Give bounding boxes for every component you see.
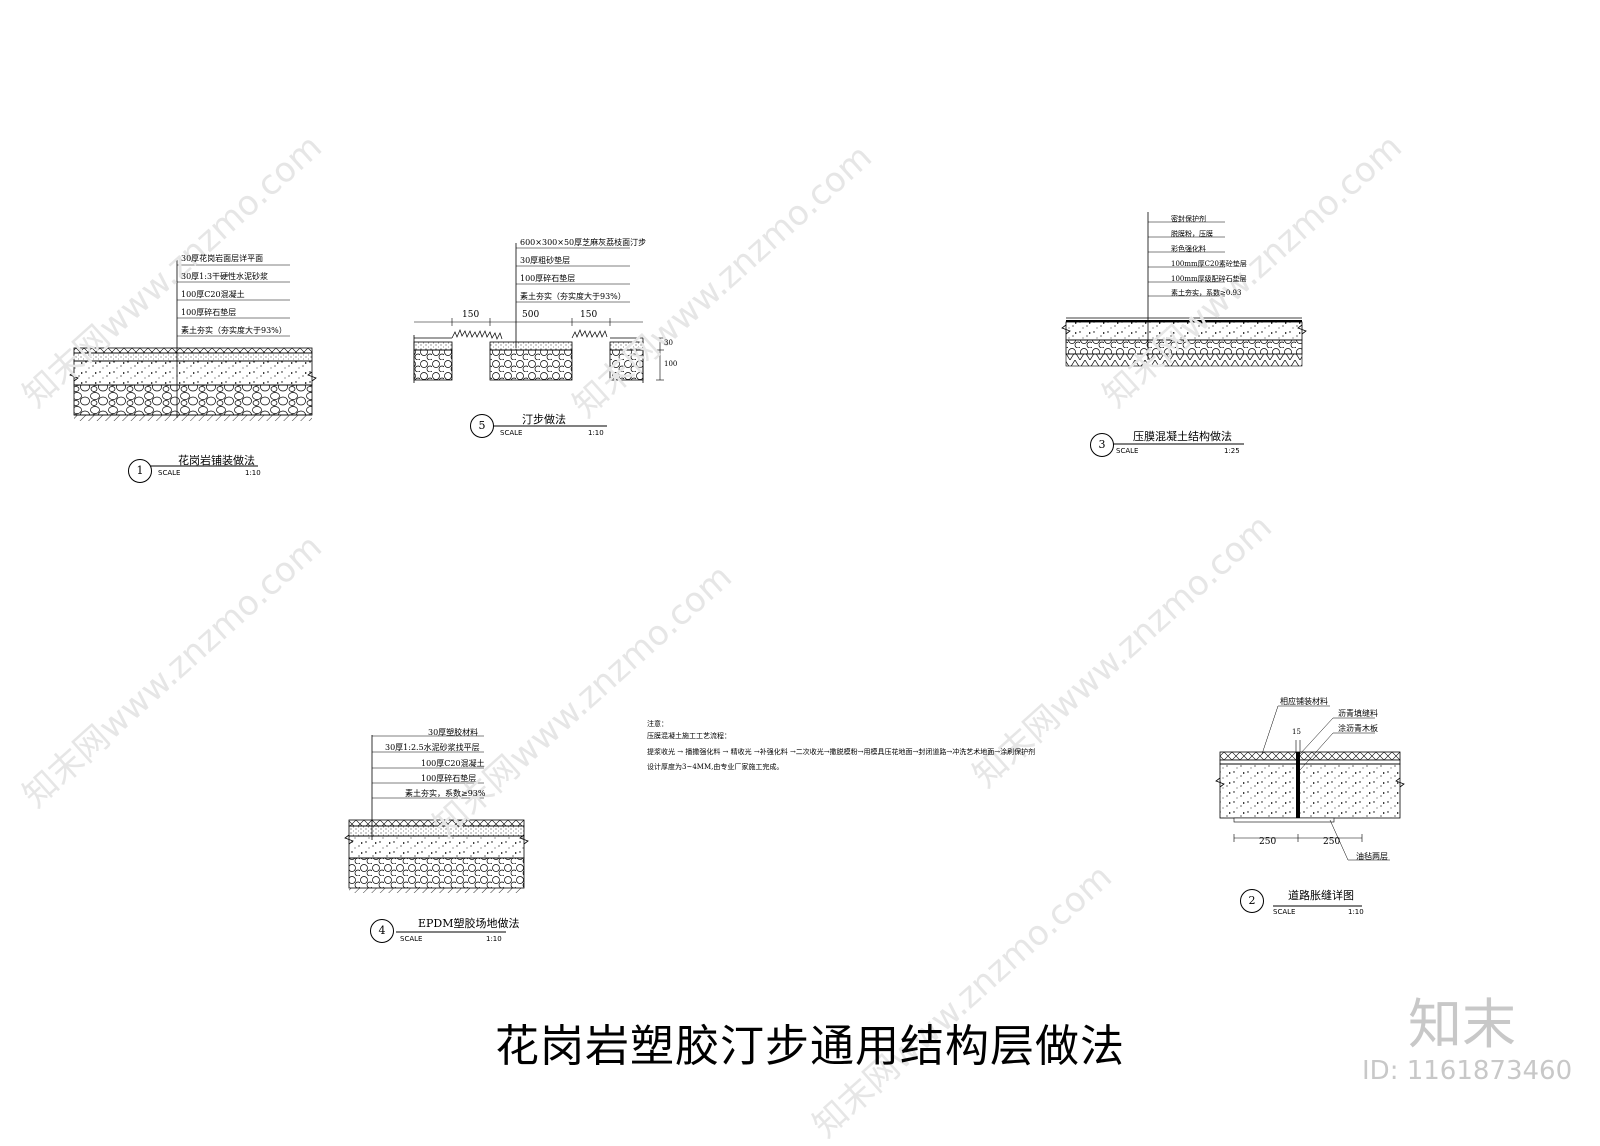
- drawing-sheet: [69, 212, 1405, 933]
- d2-scale-label: SCALE: [1273, 908, 1296, 916]
- d2-label-top: 相应铺装材料: [1280, 697, 1328, 706]
- d5-vdim-2: 100: [664, 360, 678, 368]
- d5-dim-3: 150: [580, 310, 598, 320]
- d3-scale-label: SCALE: [1116, 447, 1139, 455]
- d4-scale-label: SCALE: [400, 935, 423, 943]
- note-heading: 注意：: [647, 720, 668, 728]
- d4-layer-4: 100厚碎石垫层: [421, 774, 477, 783]
- d3-layer-5: 100mm厚级配碎石垫层: [1171, 275, 1247, 283]
- d2-scale: 1:10: [1348, 908, 1364, 916]
- d4-scale: 1:10: [486, 935, 502, 943]
- d1-scale: 1:10: [245, 469, 261, 477]
- d4-layer-1: 30厚塑胶材料: [428, 728, 479, 737]
- note-line-1: 压膜混凝土施工工艺流程：: [647, 732, 731, 740]
- d4-detail-number: 4: [370, 919, 394, 943]
- note-line-2: 提浆收光 → 播撒强化料 → 精收光 →补强化料 →二次收光→撒脱模粉→用模具压…: [647, 748, 1036, 756]
- d5-layer-2: 30厚粗砂垫层: [520, 256, 571, 265]
- d1-layer-2: 30厚1:3干硬性水泥砂浆: [181, 272, 269, 281]
- detail-1-section: [69, 258, 317, 467]
- d5-dim-2: 500: [522, 310, 540, 320]
- d3-layer-1: 密封保护剂: [1171, 215, 1206, 223]
- d2-label-r2: 涂沥青木板: [1338, 724, 1378, 733]
- detail-4-section: [344, 735, 529, 933]
- d3-layer-4: 100mm厚C20素砼垫层: [1171, 260, 1247, 268]
- d1-scale-label: SCALE: [158, 469, 181, 477]
- d2-dim-1: 250: [1259, 837, 1277, 847]
- d5-layer-3: 100厚碎石垫层: [520, 274, 576, 283]
- d5-layer-4: 素土夯实（夯实度大于93%）: [520, 292, 626, 301]
- d1-caption: 花岗岩铺装做法: [178, 454, 255, 467]
- d1-layer-4: 100厚碎石垫层: [181, 308, 237, 317]
- d3-layer-6: 素土夯实，系数≥0.93: [1171, 289, 1242, 297]
- detail-3-section: [1061, 212, 1307, 445]
- d2-dim-2: 250: [1323, 837, 1341, 847]
- d2-label-bottom: 油毡两层: [1356, 852, 1388, 861]
- d5-detail-number: 5: [470, 414, 494, 438]
- d5-vdim-1: 30: [664, 339, 673, 347]
- d1-layer-5: 素土夯实（夯实度大于93%）: [181, 326, 287, 335]
- d4-layer-3: 100厚C20混凝土: [421, 759, 485, 768]
- detail-2-section: [1215, 705, 1405, 907]
- drawing-title: 花岗岩塑胶汀步通用结构层做法: [495, 1021, 1125, 1072]
- d1-layer-3: 100厚C20混凝土: [181, 290, 245, 299]
- image-id: ID: 1161873460: [1362, 1056, 1573, 1086]
- note-line-3: 设计厚度为3~4MM,由专业厂家施工完成。: [647, 763, 784, 771]
- d3-detail-number: 3: [1090, 433, 1114, 457]
- detail-5-section: [413, 243, 664, 427]
- d5-scale-label: SCALE: [500, 429, 523, 437]
- d1-layer-1: 30厚花岗岩面层详平面: [181, 254, 264, 263]
- d5-scale: 1:10: [588, 429, 604, 437]
- d3-caption: 压膜混凝土结构做法: [1133, 430, 1232, 443]
- d3-scale: 1:25: [1224, 447, 1240, 455]
- d2-detail-number: 2: [1240, 889, 1264, 913]
- d4-caption: EPDM塑胶场地做法: [418, 917, 520, 930]
- d1-detail-number: 1: [128, 459, 152, 483]
- d5-dim-1: 150: [462, 310, 480, 320]
- d2-label-r1: 沥青填缝料: [1338, 709, 1378, 718]
- brand-logo: 知末: [1408, 993, 1516, 1056]
- d2-caption: 道路胀缝详图: [1288, 889, 1354, 902]
- d2-label-gap: 15: [1292, 728, 1301, 736]
- d3-layer-2: 脱膜粉，压膜: [1171, 230, 1213, 238]
- d5-caption: 汀步做法: [522, 413, 566, 426]
- d5-layer-1: 600×300×50厚芝麻灰荔枝面汀步: [520, 238, 647, 247]
- d3-layer-3: 彩色强化料: [1171, 245, 1206, 253]
- d4-layer-5: 素土夯实，系数≥93%: [405, 789, 486, 798]
- d4-layer-2: 30厚1:2.5水泥砂浆找平层: [385, 743, 480, 752]
